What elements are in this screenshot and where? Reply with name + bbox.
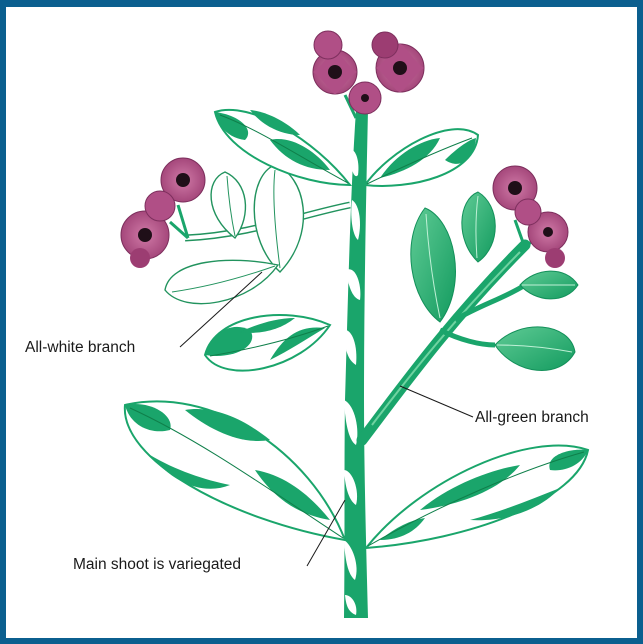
label-all-green-branch: All-green branch <box>475 409 589 427</box>
label-main-shoot: Main shoot is variegated <box>73 556 241 574</box>
green-leaf <box>411 208 456 322</box>
green-leaf <box>462 192 495 262</box>
flower-cluster-top <box>313 31 424 118</box>
main-shoot <box>344 110 368 618</box>
variegated-leaf-bottom-left <box>125 401 345 540</box>
leader-line-green-branch <box>400 386 473 417</box>
variegated-leaf-top-right <box>365 129 478 186</box>
green-leaf <box>495 327 575 371</box>
label-all-white-branch: All-white branch <box>25 339 135 357</box>
flower-cluster-left <box>121 158 205 268</box>
white-leaf <box>211 172 245 238</box>
flower-cluster-right <box>493 166 568 268</box>
variegated-leaf-left-mid <box>205 315 330 371</box>
variegated-leaf-bottom-right <box>366 446 588 548</box>
